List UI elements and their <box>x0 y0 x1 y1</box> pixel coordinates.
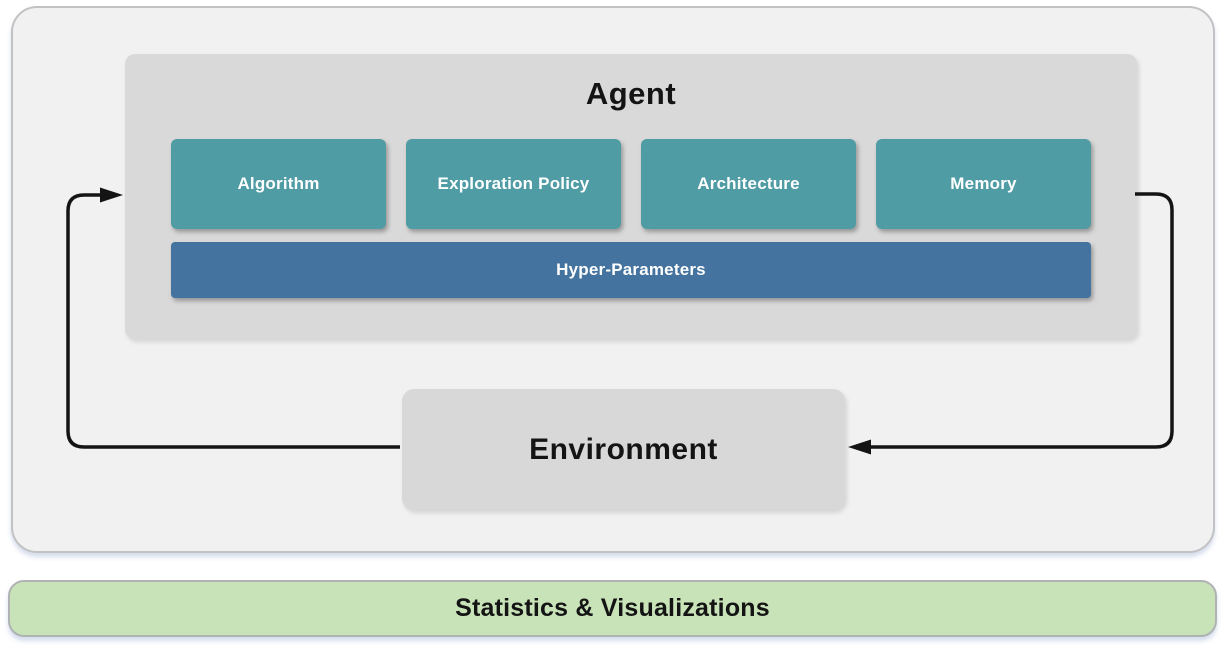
component-box-algorithm: Algorithm <box>171 139 386 229</box>
environment-box: Environment <box>402 389 845 510</box>
hyper-parameters-bar: Hyper-Parameters <box>171 242 1091 298</box>
environment-label: Environment <box>529 432 718 466</box>
agent-box: Agent Algorithm Exploration Policy Archi… <box>125 54 1137 339</box>
training-loop-panel: Agent Algorithm Exploration Policy Archi… <box>11 6 1215 553</box>
component-box-architecture: Architecture <box>641 139 856 229</box>
agent-components-row: Algorithm Exploration Policy Architectur… <box>171 139 1091 229</box>
component-box-exploration-policy: Exploration Policy <box>406 139 621 229</box>
statistics-visualizations-label: Statistics & Visualizations <box>455 594 770 622</box>
agent-title: Agent <box>585 76 677 111</box>
statistics-visualizations-bar: Statistics & Visualizations <box>8 580 1217 637</box>
component-box-memory: Memory <box>876 139 1091 229</box>
